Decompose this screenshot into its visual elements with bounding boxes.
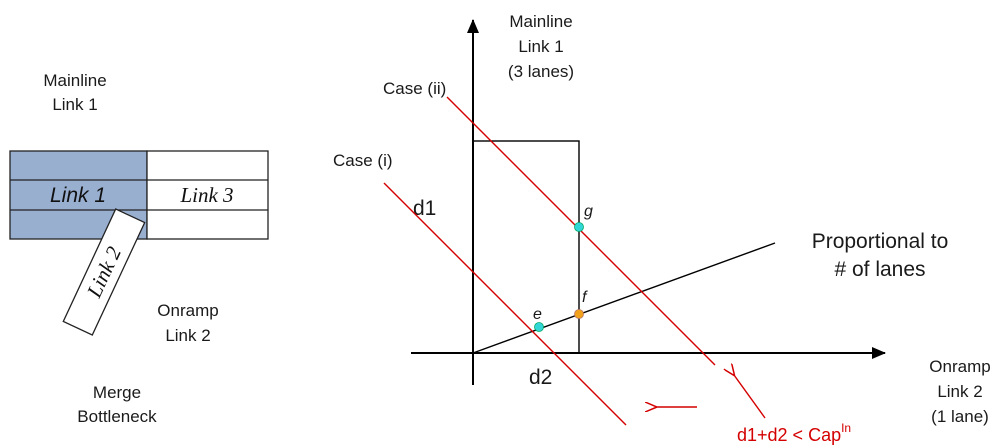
- y-axis-label-line3: (3 lanes): [508, 62, 574, 81]
- link1-label: Link 1: [50, 184, 106, 207]
- proportional-line: [472, 242, 776, 354]
- onramp-label-line2: Link 2: [165, 326, 210, 345]
- proportional-label-line1: Proportional to: [812, 230, 949, 253]
- proportional-label-line2: # of lanes: [834, 258, 925, 281]
- link3-label: Link 3: [179, 183, 233, 207]
- merge-label-line2: Bottleneck: [77, 407, 157, 426]
- case-ii-label: Case (ii): [383, 79, 446, 98]
- point-f: [574, 309, 584, 319]
- y-axis-label-line2: Link 1: [518, 37, 563, 56]
- constraint-label: d1+d2 < CapIn: [737, 421, 851, 445]
- x-axis-label-line2: Link 2: [937, 382, 982, 401]
- point-e: [534, 322, 544, 332]
- link2-ramp: Link 2: [62, 208, 146, 336]
- x-axis-label-line3: (1 lane): [931, 407, 989, 426]
- point-f-label: f: [582, 289, 588, 306]
- case-i-label: Case (i): [333, 151, 393, 170]
- link3-block: [146, 150, 269, 240]
- capacity-rectangle: [472, 140, 580, 354]
- constraint-superscript: In: [841, 421, 851, 435]
- point-g-label: g: [584, 203, 593, 220]
- d2-label: d2: [529, 366, 552, 389]
- d1-label: d1: [413, 197, 436, 220]
- onramp-label-line1: Onramp: [157, 301, 218, 320]
- point-g: [574, 222, 584, 232]
- link2-block: [62, 208, 146, 336]
- mainline-label-line2: Link 1: [52, 95, 97, 114]
- y-axis-label-line1: Mainline: [509, 12, 572, 31]
- constraint-arrow-up: [734, 375, 766, 419]
- constraint-main-text: d1+d2 < Cap: [737, 425, 841, 445]
- point-e-label: e: [533, 306, 542, 323]
- capacity-graph: Mainline Link 1 (3 lanes) Onramp Link 2 …: [333, 12, 991, 445]
- case-i-line: [383, 182, 627, 426]
- merge-label-line1: Merge: [93, 383, 141, 402]
- merge-sketch: Mainline Link 1 Link 1 Link 3 Link 2 Onr…: [9, 71, 269, 426]
- mainline-label-line1: Mainline: [43, 71, 106, 90]
- x-axis-label-line1: Onramp: [929, 357, 990, 376]
